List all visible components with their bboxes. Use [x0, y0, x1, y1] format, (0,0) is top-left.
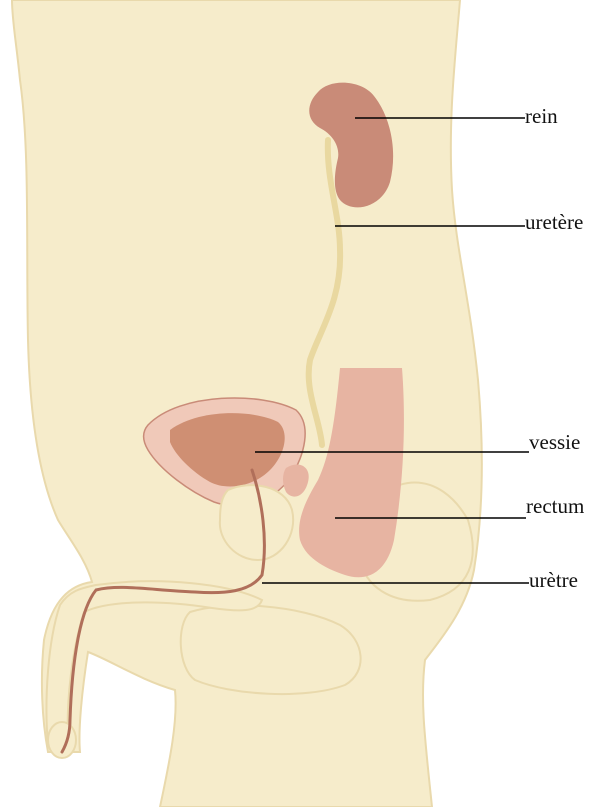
label-rectum: rectum: [526, 496, 584, 517]
prostate: [220, 485, 293, 560]
label-uretre: urètre: [529, 570, 578, 591]
label-uretere: uretère: [525, 212, 583, 233]
label-vessie: vessie: [529, 432, 580, 453]
label-rein: rein: [525, 106, 558, 127]
